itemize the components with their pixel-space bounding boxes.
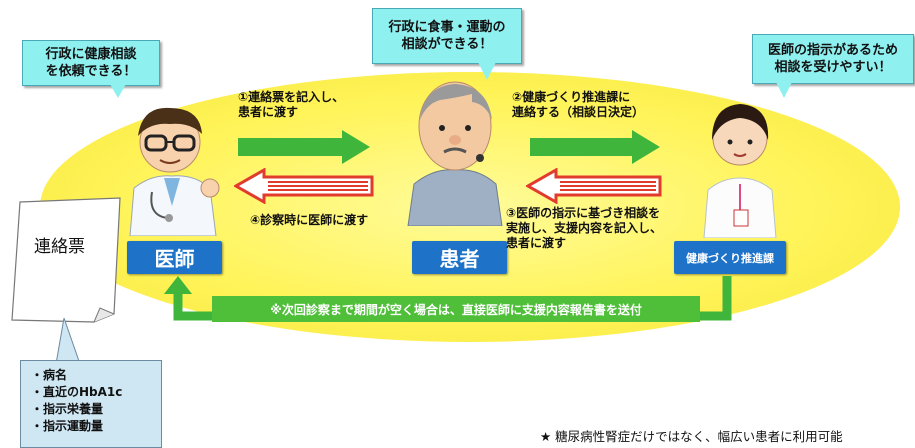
arrow-step3-left	[526, 168, 662, 204]
feedback-banner: ※次回診察まで期間が空く場合は、直接医師に支援内容報告書を送付	[212, 296, 700, 322]
staff-illustration	[703, 104, 777, 238]
form-item-hba1c: ・直近のHbA1c	[31, 385, 123, 399]
role-patient: 患者	[412, 241, 507, 274]
patient-bubble-tail	[478, 62, 496, 80]
staff-speech-bubble: 医師の指示があるため 相談を受けやすい！	[752, 34, 914, 84]
form-item-exercise: ・指示運動量	[31, 419, 104, 433]
step3-label: ③医師の指示に基づき相談を 実施し、支援内容を記入し、 患者に渡す	[506, 206, 663, 250]
patient-illustration	[407, 81, 503, 226]
form-item-disease: ・病名	[31, 368, 68, 382]
form-callout-tail	[55, 318, 81, 364]
arrow-step4-left	[234, 168, 374, 204]
step4-label: ④診察時に医師に渡す	[250, 213, 369, 227]
arrow-step1-right	[238, 130, 370, 164]
role-health-promotion-division: 健康づくり推進課	[674, 241, 786, 274]
arrow-step2-right	[530, 130, 660, 164]
step1-label: ①連絡票を記入し、 患者に渡す	[238, 90, 345, 119]
form-item-nutrition: ・指示栄養量	[31, 402, 104, 416]
patient-speech-bubble: 行政に食事・運動の 相談ができる！	[372, 8, 522, 64]
staff-bubble-tail	[776, 82, 792, 98]
doctor-illustration	[129, 107, 220, 236]
footnote: ★ 糖尿病性腎症だけではなく、幅広い患者に利用可能	[540, 429, 843, 444]
doctor-speech-bubble: 行政に健康相談 を依頼できる！	[22, 40, 160, 86]
step2-label: ②健康づくり推進課に 連絡する（相談日決定）	[512, 90, 645, 119]
contact-form-paper	[11, 197, 121, 323]
doctor-bubble-tail	[110, 84, 126, 98]
contact-form-title: 連絡票	[34, 237, 85, 257]
form-items-note: ・病名 ・直近のHbA1c ・指示栄養量 ・指示運動量	[20, 360, 162, 448]
role-doctor: 医師	[127, 241, 222, 274]
